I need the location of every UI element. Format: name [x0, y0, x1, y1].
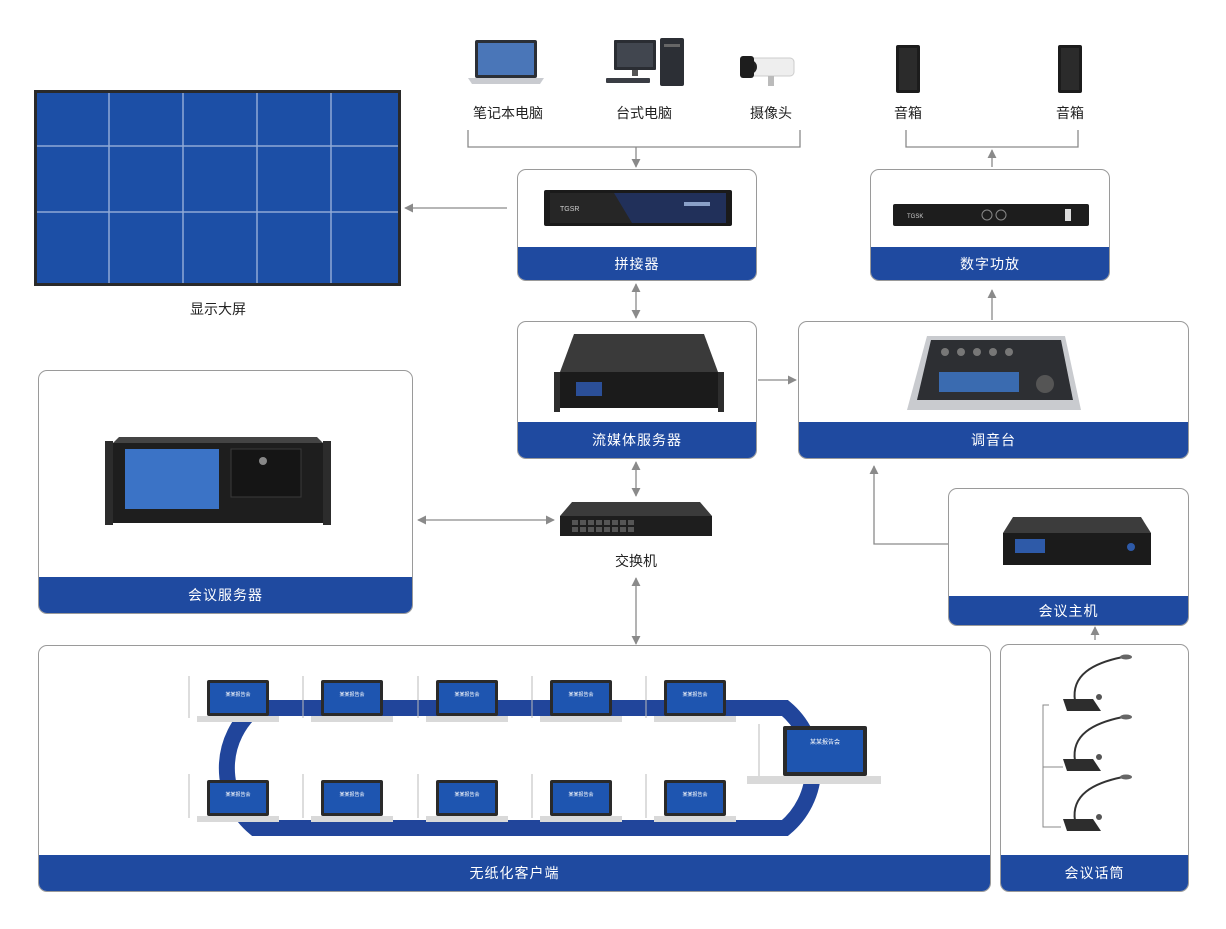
laptop-screen-title: 某某报告会 [682, 791, 707, 798]
paperless-client-loop: 某某报告会 某某报告会 某某报告会 某某报告会 某某报告会 某某报告会 某某报告… [188, 676, 881, 836]
display-wall-label: 显示大屏 [190, 302, 246, 318]
display-wall [34, 90, 401, 286]
media-server-label: 流媒体服务器 [518, 422, 756, 458]
mixing-console-icon [907, 336, 1081, 410]
laptop-screen-title: 某某报告会 [454, 791, 479, 798]
amplifier-card[interactable]: TGSK 数字功放 [870, 169, 1110, 281]
media-server-device-icon [554, 334, 724, 412]
speaker-left-icon [896, 45, 920, 93]
microphone-group-icon [1042, 654, 1132, 831]
laptop-label: 笔记本电脑 [473, 106, 543, 122]
laptop-screen-title: 某某报告会 [568, 691, 593, 698]
speaker-left-label: 音箱 [894, 106, 922, 122]
splicer-device-icon: TGSR [544, 190, 732, 226]
conference-server-device-icon [105, 437, 331, 525]
laptop-screen-title: 某某报告会 [225, 791, 250, 798]
conference-host-device-icon [1003, 517, 1151, 565]
laptop-screen-title: 某某报告会 [454, 691, 479, 698]
desktop-label: 台式电脑 [616, 106, 672, 122]
mixer-card[interactable]: 调音台 [798, 321, 1189, 459]
speaker-right-icon [1058, 45, 1082, 93]
media-server-card[interactable]: 流媒体服务器 [517, 321, 757, 459]
laptop-screen-title: 某某报告会 [682, 691, 707, 698]
splicer-brand: TGSR [560, 206, 579, 213]
camera-icon [740, 56, 795, 86]
amplifier-label: 数字功放 [871, 247, 1109, 280]
laptop-screen-title: 某某报告会 [339, 791, 364, 798]
paperless-client-label: 无纸化客户端 [39, 855, 990, 891]
laptop-screen-title: 某某报告会 [339, 691, 364, 698]
conference-server-label: 会议服务器 [39, 577, 412, 613]
display-wall-panels [37, 93, 398, 283]
laptop-screen-title: 某某报告会 [810, 738, 840, 746]
splicer-label: 拼接器 [518, 247, 756, 280]
paperless-client-card[interactable]: 某某报告会 某某报告会 某某报告会 某某报告会 某某报告会 某某报告会 某某报告… [38, 645, 991, 892]
desktop-computer-icon [606, 38, 684, 86]
conference-server-card[interactable]: 会议服务器 [38, 370, 413, 614]
network-switch-label: 交换机 [615, 554, 657, 570]
mixer-label: 调音台 [799, 422, 1188, 458]
microphones-label: 会议话筒 [1001, 855, 1188, 891]
camera-label: 摄像头 [750, 106, 792, 122]
conference-host-label: 会议主机 [949, 596, 1188, 625]
splicer-card[interactable]: TGSR 拼接器 [517, 169, 757, 281]
amplifier-brand: TGSK [907, 214, 923, 220]
conference-host-card[interactable]: 会议主机 [948, 488, 1189, 626]
network-switch-icon [560, 502, 712, 536]
microphones-card[interactable]: 会议话筒 [1000, 644, 1189, 892]
speaker-right-label: 音箱 [1056, 106, 1084, 122]
laptop-screen-title: 某某报告会 [568, 791, 593, 798]
laptop-screen-title: 某某报告会 [225, 691, 250, 698]
amplifier-device-icon: TGSK [893, 204, 1089, 226]
laptop-icon [468, 40, 544, 84]
